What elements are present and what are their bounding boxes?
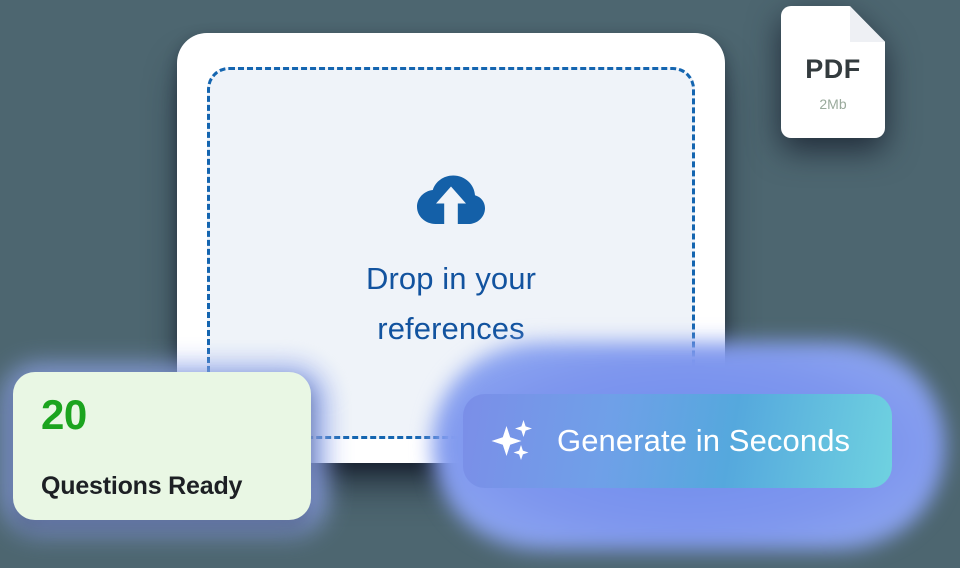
dropzone-heading: Drop in your references [301, 254, 601, 354]
sparkles-icon [491, 420, 532, 460]
pdf-fold-corner [850, 6, 885, 42]
questions-ready-label: Questions Ready [41, 472, 243, 500]
generate-button-label: Generate in Seconds [557, 423, 851, 458]
dropzone-heading-line1: Drop in your [365, 261, 537, 296]
dropzone-heading-line2: references [377, 311, 525, 347]
pdf-file-chip[interactable]: PDF 2Mb [781, 6, 885, 138]
pdf-size-label: 2Mb [819, 96, 847, 112]
questions-ready-card: 20 Questions Ready [13, 372, 311, 520]
questions-count: 20 [41, 391, 87, 438]
generate-in-seconds-button[interactable]: Generate in Seconds [463, 394, 892, 488]
upload-card: Drop in your references [177, 33, 725, 463]
pdf-type-label: PDF [805, 54, 861, 84]
cloud-upload-icon [417, 175, 485, 228]
